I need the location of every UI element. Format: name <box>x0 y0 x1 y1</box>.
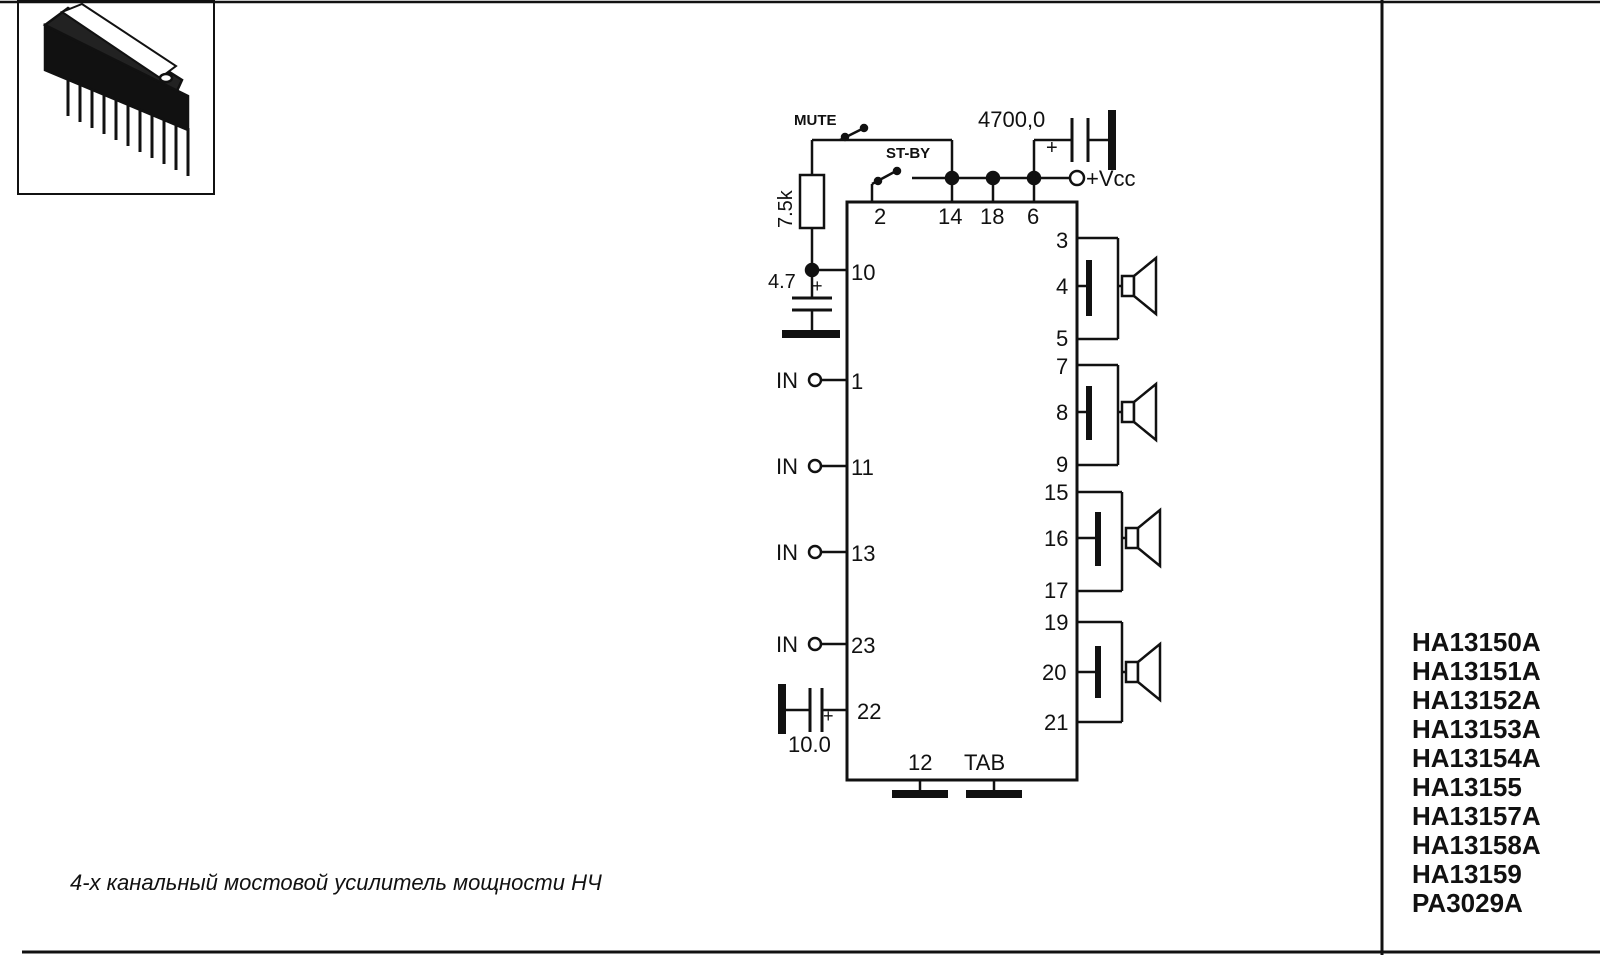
vcc-label: +Vcc <box>1086 166 1136 191</box>
pin-label: 12 <box>908 750 932 775</box>
supply-cap-plus: + <box>1046 137 1058 159</box>
pin-label: 6 <box>1027 204 1039 229</box>
speaker-icon <box>1118 255 1158 317</box>
vcc-terminal <box>1068 169 1086 187</box>
input-terminal <box>807 372 823 388</box>
part-number-list: HA13150A HA13151A HA13152A HA13153A HA13… <box>1412 628 1541 918</box>
pin-label: 19 <box>1044 610 1068 635</box>
mute-label: MUTE <box>794 112 837 129</box>
mute-cap-label: 4.7 <box>768 271 796 293</box>
output-channel-1 <box>1077 236 1158 341</box>
pin-label: 14 <box>938 204 962 229</box>
input-label: IN <box>776 540 798 565</box>
pin-label: 1 <box>851 369 863 394</box>
input-terminal <box>807 544 823 560</box>
pin-label: 11 <box>851 455 874 480</box>
part-number: HA13150A <box>1412 627 1541 657</box>
part-number: HA13155 <box>1412 772 1522 802</box>
speaker-icon <box>1122 641 1162 703</box>
input-terminal <box>807 636 823 652</box>
pin-label: 16 <box>1044 526 1068 551</box>
part-number: HA13157A <box>1412 801 1541 831</box>
resistor-label: 7.5k <box>775 189 797 228</box>
output-channel-2 <box>1077 363 1158 467</box>
cap-22-plus: + <box>823 706 834 726</box>
pin-label: 3 <box>1056 228 1068 253</box>
part-number: HA13154A <box>1412 743 1541 773</box>
part-number: HA13159 <box>1412 859 1522 889</box>
junction-dot <box>985 170 1001 186</box>
ic-body <box>845 200 1079 782</box>
input-label: IN <box>776 454 798 479</box>
pin-label: 17 <box>1044 578 1068 603</box>
package-box <box>17 0 215 195</box>
cap-22-label: 10.0 <box>788 732 831 757</box>
part-number: HA13151A <box>1412 656 1541 686</box>
pin-label: 13 <box>851 541 875 566</box>
input-terminal <box>807 458 823 474</box>
speaker-icon <box>1122 507 1162 569</box>
pin-label: 20 <box>1042 660 1066 685</box>
junction-dot <box>944 170 960 186</box>
ic-package-icon <box>42 2 190 176</box>
tab-label: TAB <box>964 750 1005 775</box>
pin-label: 8 <box>1056 400 1068 425</box>
output-channel-3 <box>1077 490 1162 593</box>
part-number: PA3029A <box>1412 888 1523 918</box>
output-channel-4 <box>1077 620 1162 724</box>
pin-label: 22 <box>857 699 881 724</box>
standby-label: ST-BY <box>886 145 930 162</box>
pin-label: 7 <box>1056 354 1068 379</box>
pin-label: 18 <box>980 204 1004 229</box>
mute-cap-plus: + <box>812 276 823 296</box>
speaker-icon <box>1118 381 1158 443</box>
pin-label: 10 <box>851 260 875 285</box>
pin-label: 23 <box>851 633 875 658</box>
pin-label: 2 <box>874 204 886 229</box>
pin-label: 21 <box>1044 710 1068 735</box>
input-label: IN <box>776 632 798 657</box>
pin-label: 5 <box>1056 326 1068 351</box>
part-number: HA13153A <box>1412 714 1541 744</box>
supply-cap-label: 4700,0 <box>978 107 1045 132</box>
resistor <box>798 173 826 230</box>
pin-label: 9 <box>1056 452 1068 477</box>
input-label: IN <box>776 368 798 393</box>
diagram-caption: 4-х канальный мостовой усилитель мощност… <box>70 870 602 895</box>
pin-label: 4 <box>1056 274 1068 299</box>
part-number: HA13158A <box>1412 830 1541 860</box>
pin-label: 15 <box>1044 480 1068 505</box>
part-number: HA13152A <box>1412 685 1541 715</box>
